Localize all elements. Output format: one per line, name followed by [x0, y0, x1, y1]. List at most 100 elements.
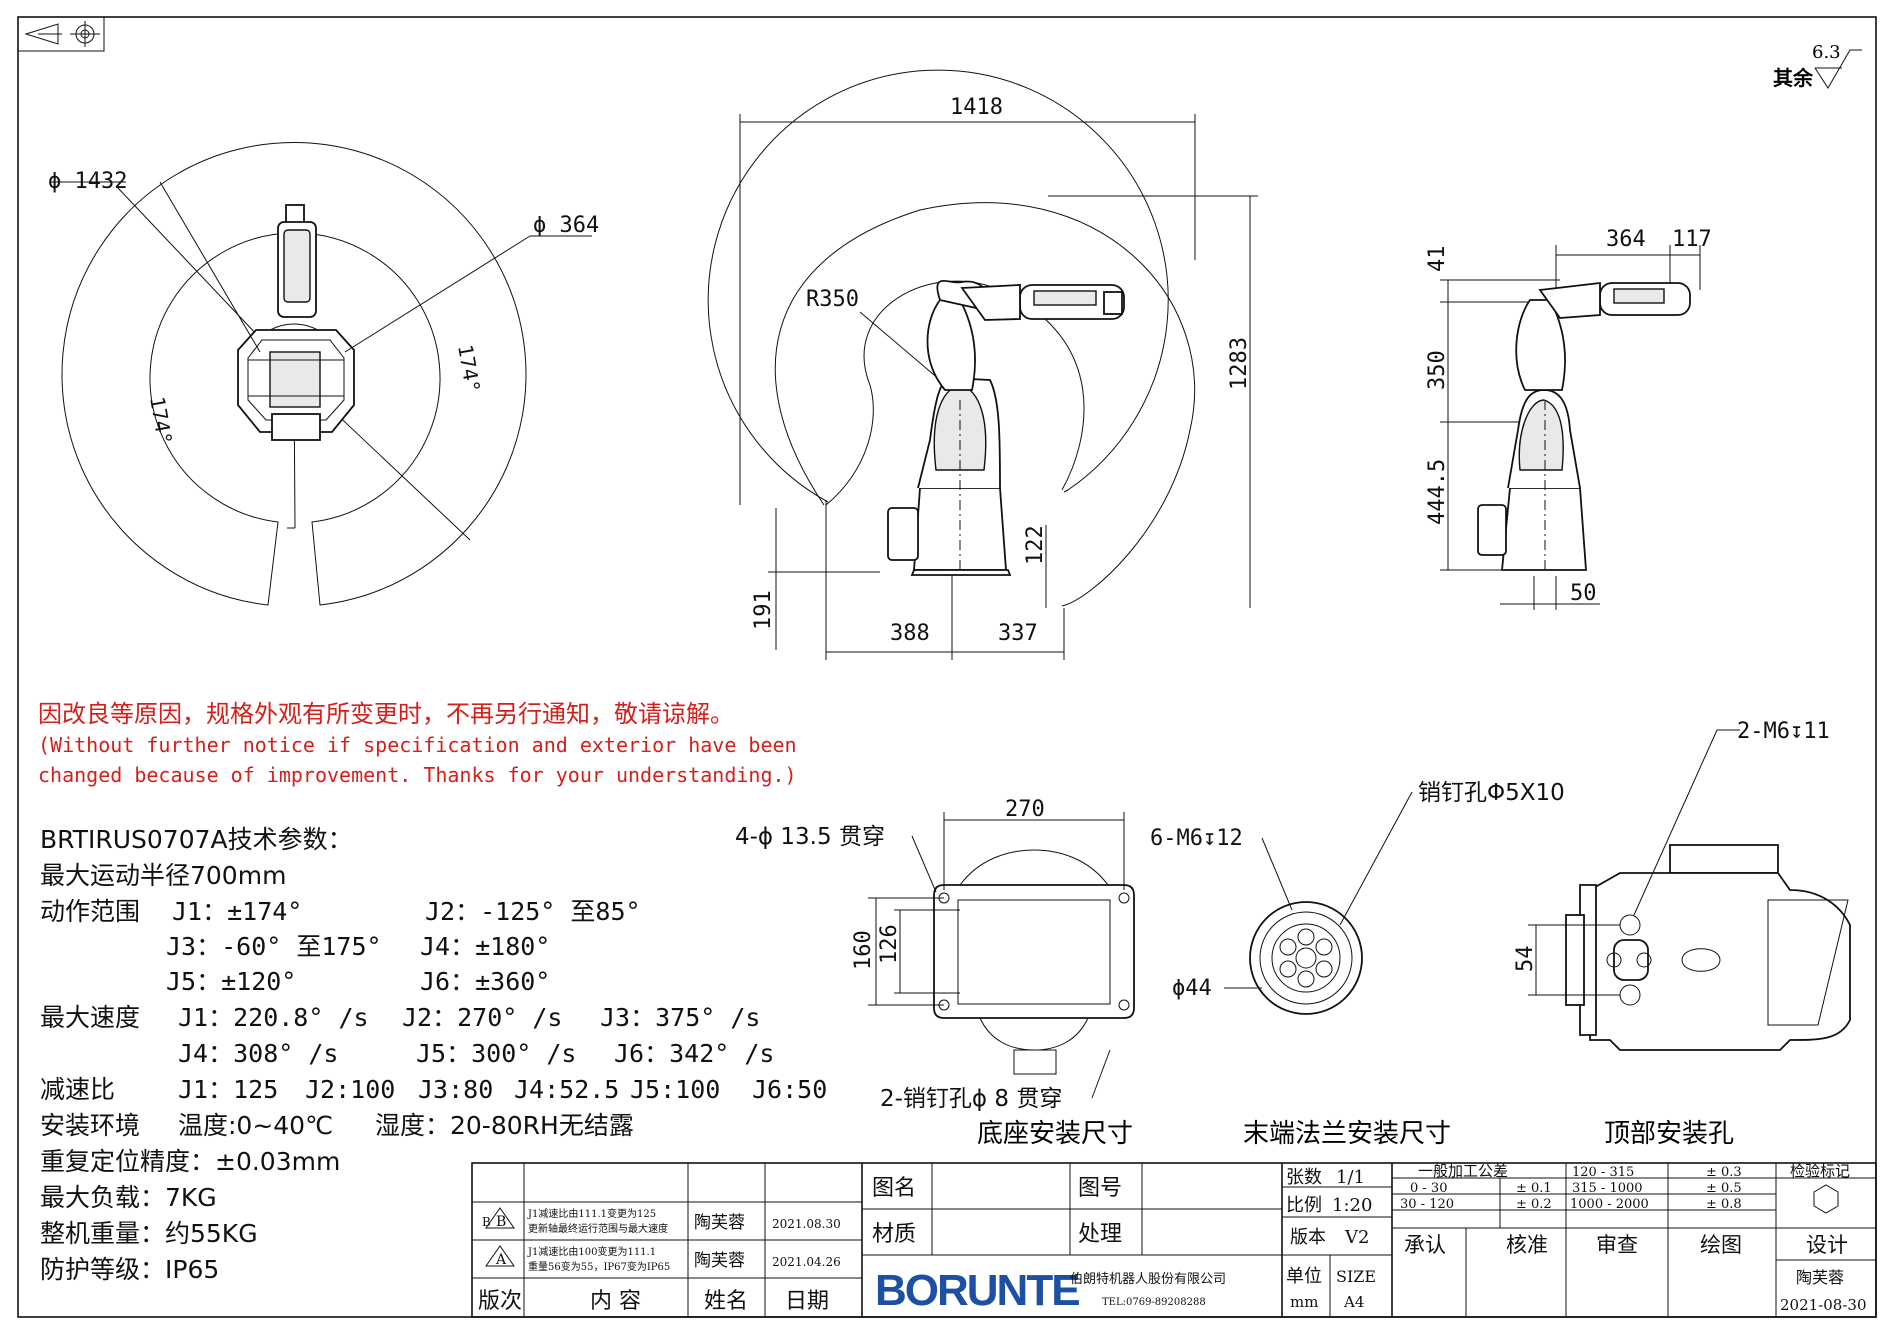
spec-r3: J3:80 — [418, 1075, 493, 1104]
spec-load: 最大负载：7KG — [40, 1183, 217, 1212]
unit: mm — [1290, 1293, 1318, 1311]
angle-left: 174° — [145, 395, 177, 447]
spec-s3: J3：375° /s — [600, 1003, 760, 1032]
spec-humid: 湿度：20-80RH无结露 — [375, 1111, 634, 1140]
spec-speed-label: 最大速度 — [40, 1003, 140, 1032]
rev-a-text1: J1减速比由100变更为111.1 — [527, 1245, 656, 1258]
rev-b-text2: 更新轴最终运行范围与最大速度 — [528, 1222, 668, 1235]
brand-logo: BORUNTE — [875, 1266, 1079, 1315]
lbl-draw: 绘图 — [1700, 1233, 1742, 1257]
design-date: 2021-08-30 — [1780, 1296, 1866, 1314]
h-content: 内 容 — [590, 1289, 641, 1314]
rev-b-mark: B — [496, 1214, 506, 1230]
rev-a-mark: A — [495, 1252, 507, 1268]
flange-caption: 末端法兰安装尺寸 — [1243, 1119, 1451, 1149]
spec-r4: J4:52.5 — [514, 1075, 619, 1104]
sheets: 1/1 — [1336, 1167, 1365, 1188]
lbl-design: 设计 — [1806, 1233, 1848, 1257]
dim-350: 350 — [1425, 350, 1450, 390]
size: A4 — [1343, 1293, 1364, 1311]
dim-width-1418: 1418 — [950, 95, 1003, 120]
tol-range-0: 0 - 30 — [1410, 1181, 1447, 1196]
notice-en-line1: (Without further notice if specification… — [38, 733, 797, 757]
spec-r6: J6:50 — [752, 1075, 827, 1104]
spec-j6: J6：±360° — [420, 967, 550, 996]
spec-env-label: 安装环境 — [40, 1111, 140, 1140]
spec-j1: J1：±174° — [172, 897, 302, 926]
dim-height-1283: 1283 — [1227, 337, 1252, 390]
spec-s2: J2：270° /s — [402, 1003, 562, 1032]
inspect-hexagon-icon — [1813, 1184, 1839, 1214]
robot-side-view — [887, 279, 1125, 576]
tol-range-1: 30 - 120 — [1400, 1197, 1454, 1212]
top-holes-view: 54 2-M6↧11 顶部安装孔 — [1513, 719, 1851, 1149]
tol-val-0: ± 0.1 — [1516, 1181, 1552, 1196]
lbl-inspect: 检验标记 — [1790, 1162, 1850, 1180]
spec-s6: J6：342° /s — [614, 1039, 774, 1068]
rev-b-mark-icon — [485, 1207, 515, 1229]
side-view: 1418 1283 R350 191 122 388 337 — [707, 69, 1258, 660]
side-envelope — [774, 202, 1195, 607]
dim-270: 270 — [1005, 797, 1045, 822]
tol-title: 一般加工公差 — [1418, 1162, 1508, 1180]
roughness-label: 其余 — [1773, 66, 1814, 90]
spec-r2: J2:100 — [305, 1075, 395, 1104]
rev-b-date: 2021.08.30 — [772, 1217, 841, 1231]
robot-top-view — [237, 204, 355, 441]
lbl-size: SIZE — [1336, 1267, 1376, 1286]
dim-50: 50 — [1570, 581, 1597, 606]
base-mounting-view: 270 160 126 4-ϕ 13.5 贯穿 2-销钉孔ϕ 8 贯穿 底座安装… — [735, 797, 1135, 1149]
flange-thread-label: 6-M6↧12 — [1150, 826, 1243, 851]
lbl-rev: 版本 — [1290, 1227, 1326, 1248]
tol-range-4: 1000 - 2000 — [1570, 1197, 1649, 1212]
flange-dia: ϕ44 — [1172, 976, 1212, 1001]
tol-range-3: 315 - 1000 — [1572, 1181, 1643, 1196]
spec-ratio-label: 减速比 — [40, 1075, 115, 1104]
top-view: ϕ 1432 ϕ 364 174° 174° — [48, 142, 599, 606]
lbl-treatment: 处理 — [1078, 1222, 1122, 1247]
dim-inner-dia: ϕ 364 — [533, 213, 599, 238]
spec-temp: 温度:0~40℃ — [178, 1111, 333, 1140]
spec-s4: J4：308° /s — [178, 1039, 338, 1068]
flange-pin-label: 销钉孔Φ5X10 — [1418, 780, 1565, 806]
rev-a-mark-icon — [485, 1245, 515, 1267]
dim-160: 160 — [851, 930, 876, 970]
dim-41: 41 — [1425, 246, 1450, 273]
base-pin-label: 2-销钉孔ϕ 8 贯穿 — [880, 1086, 1062, 1112]
lbl-drawing-no: 图号 — [1078, 1176, 1122, 1201]
spec-r5: J5:100 — [630, 1075, 720, 1104]
rev-b-text1: J1减速比由111.1变更为125 — [527, 1207, 656, 1220]
spec-j5: J5：±120° — [166, 967, 296, 996]
front-view: 364 117 41 350 444.5 50 — [1425, 227, 1712, 610]
company-tel: TEL:0769-89208288 — [1102, 1297, 1206, 1308]
lbl-accept: 承认 — [1404, 1233, 1446, 1257]
angle-right: 174° — [453, 343, 485, 395]
spec-s5: J5：300° /s — [416, 1039, 576, 1068]
tol-val-1: ± 0.2 — [1516, 1197, 1552, 1212]
spec-s1: J1：220.8° /s — [178, 1003, 369, 1032]
top-holes-caption: 顶部安装孔 — [1604, 1119, 1734, 1149]
rev-a-name: 陶芙蓉 — [694, 1251, 745, 1271]
spec-r1: J1：125 — [178, 1075, 278, 1104]
dim-radius: R350 — [806, 287, 859, 312]
base-hole-label: 4-ϕ 13.5 贯穿 — [735, 824, 885, 850]
dim-388: 388 — [890, 621, 930, 646]
designer: 陶芙蓉 — [1796, 1268, 1844, 1287]
scale: 1:20 — [1332, 1195, 1372, 1216]
spec-weight: 整机重量：约55KG — [40, 1219, 258, 1248]
rev-a-text2: 重量56变为55，IP67变为IP65 — [528, 1260, 670, 1273]
projection-symbol-icon — [17, 16, 105, 52]
dim-444: 444.5 — [1425, 459, 1450, 525]
work-envelope-outer — [61, 142, 527, 606]
h-name: 姓名 — [704, 1289, 748, 1314]
spec-protect: 防护等级：IP65 — [40, 1255, 219, 1284]
rev-b-mark-letter: B — [482, 1215, 491, 1229]
tol-val-4: ± 0.8 — [1706, 1197, 1742, 1212]
roughness-value: 6.3 — [1812, 42, 1841, 63]
base-caption: 底座安装尺寸 — [977, 1119, 1133, 1149]
dim-191: 191 — [751, 590, 776, 630]
notice-en-line2: changed because of improvement. Thanks f… — [38, 763, 797, 787]
tol-val-3: ± 0.5 — [1706, 1181, 1742, 1196]
company-name: 伯朗特机器人股份有限公司 — [1070, 1272, 1226, 1287]
